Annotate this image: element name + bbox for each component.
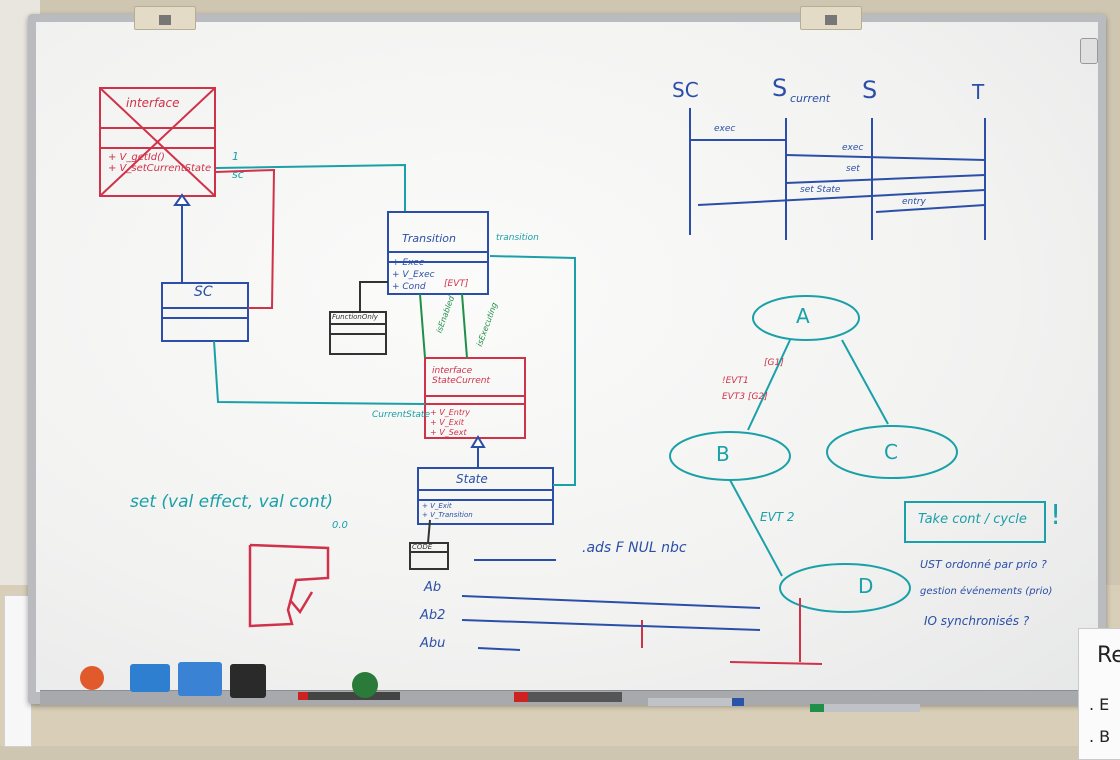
seq-actor-t: T xyxy=(972,80,984,104)
state-machine xyxy=(670,296,957,612)
state-d: D xyxy=(858,574,873,598)
state-title: State xyxy=(456,472,488,486)
seq-actor-sc: SC xyxy=(672,78,699,102)
small-code-label: CODE xyxy=(412,543,432,551)
state-current-op-1: + V_Exit xyxy=(430,418,464,427)
take-cont-text: Take cont / cycle xyxy=(918,512,1027,527)
teal-assoc-bottom xyxy=(214,341,425,404)
transition-label-evt1: !EVT1 xyxy=(722,376,749,386)
state-current-title: interface StateCurrent xyxy=(432,366,522,386)
eraser-blue-icon xyxy=(130,664,170,692)
transition-op-1: + V_Exec xyxy=(392,270,435,280)
zero-text: 0.0 xyxy=(332,520,348,531)
transition-op-3: [EVT] xyxy=(444,279,468,289)
seq-actor-s-current: S xyxy=(772,74,787,102)
question-1: gestion événements (prio) xyxy=(920,586,1052,597)
state-b: B xyxy=(716,442,730,466)
question-2: IO synchronisés ? xyxy=(924,614,1029,628)
marker-red-1 xyxy=(298,692,400,700)
transition-label-g1: [G1] xyxy=(764,358,784,368)
state-op-1: + V_Transition xyxy=(422,511,473,519)
inheritance-arrow xyxy=(175,195,189,283)
state-c: C xyxy=(884,440,898,464)
state-op-0: + V_Exit xyxy=(422,502,452,510)
note-row-0: Ab xyxy=(424,580,441,595)
paper-sheet-right: Re . E . B xyxy=(1078,628,1120,760)
seq-msg-3: set State xyxy=(800,185,840,195)
board-knob-icon xyxy=(1080,38,1098,64)
transition-title: Transition xyxy=(402,232,456,245)
transition-op-2: + Cond xyxy=(392,282,426,292)
current-state-label: CurrentState xyxy=(372,410,430,420)
seq-msg-1: exec xyxy=(842,143,863,153)
question-0: UST ordonné par prio ? xyxy=(920,558,1047,571)
transition-assoc-label: transition xyxy=(496,233,539,243)
corner-figure xyxy=(250,545,328,626)
state-current-op-2: + V_Sext xyxy=(430,428,467,437)
set-function-text: set (val effect, val cont) xyxy=(130,492,333,512)
transition-label-evt2: EVT 2 xyxy=(760,510,795,524)
assoc-label-1: 1 xyxy=(232,150,239,163)
red-marks xyxy=(642,598,822,664)
seq-actor-s: S xyxy=(862,76,877,104)
transition-label-evt3: EVT3 [G2] xyxy=(722,392,768,402)
seq-msg-0: exec xyxy=(714,124,735,134)
seq-msg-4: entry xyxy=(902,197,926,207)
state-a: A xyxy=(796,304,810,328)
exclamation-mark: ! xyxy=(1050,498,1061,531)
note-row-2: Abu xyxy=(420,636,445,651)
marker-blue xyxy=(648,698,744,706)
magnet-orange-icon xyxy=(80,666,104,690)
function-box-label: FunctionOnly xyxy=(332,313,378,321)
note-row-1: Ab2 xyxy=(420,608,445,623)
magnet-box-icon xyxy=(178,662,222,696)
seq-msg-2: set xyxy=(846,164,860,174)
paper-line-1: . E xyxy=(1089,695,1109,714)
ads-text: .ads F NUL nbc xyxy=(582,540,687,556)
marker-green xyxy=(810,704,920,712)
interface-title: interface xyxy=(126,96,180,110)
seq-actor-current-sub: current xyxy=(790,92,830,105)
paper-title: Re xyxy=(1097,643,1120,668)
marker-red-2 xyxy=(514,692,622,702)
teal-assoc-top xyxy=(216,165,405,212)
marker-box-icon xyxy=(230,664,266,698)
sc-box-label: SC xyxy=(194,284,213,300)
assoc-label-sc: sc xyxy=(232,168,244,181)
state-current-op-0: + V_Entry xyxy=(430,408,470,417)
magnet-green-icon xyxy=(352,672,378,698)
blue-lines xyxy=(462,560,760,650)
red-assoc xyxy=(215,170,274,308)
interface-attrs: + V_getId() + V_setCurrentState xyxy=(108,152,211,174)
transition-op-0: + Exec xyxy=(392,258,424,268)
paper-line-2: . B xyxy=(1089,727,1110,746)
